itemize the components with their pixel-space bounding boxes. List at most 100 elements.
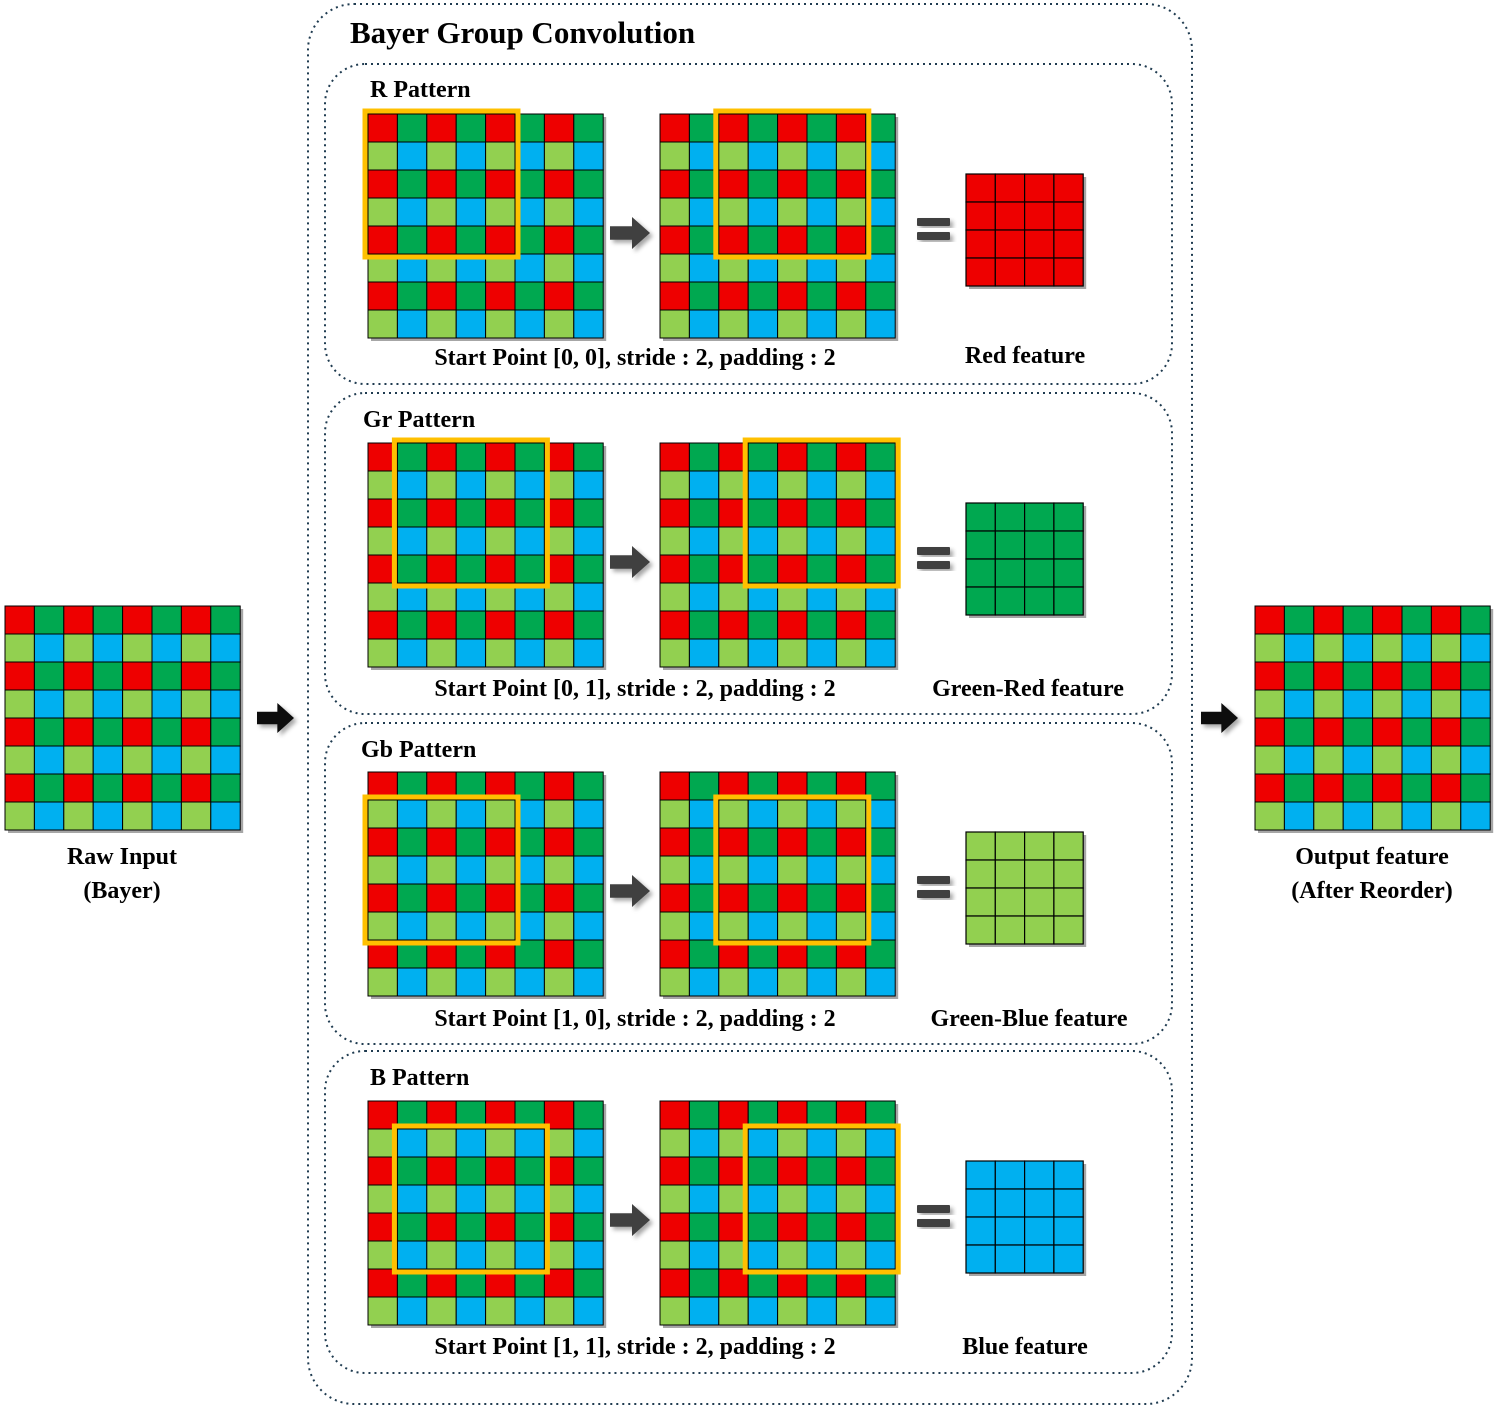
raw-cell [122, 661, 153, 691]
output-cell [1313, 661, 1344, 691]
output-sublabel: (After Reorder) [1291, 878, 1452, 904]
raw-cell [4, 717, 35, 747]
raw-cell [151, 689, 182, 719]
pattern-gb-feature-cell [965, 831, 996, 861]
pattern-b-strided-window [742, 1123, 901, 1275]
pattern-gr-input-cell [485, 442, 516, 472]
pattern-gb-input-cell [396, 855, 428, 885]
pattern-gb-input-cell [573, 799, 604, 829]
raw-cell [151, 745, 182, 775]
pattern-gb-feature-cell [1023, 915, 1055, 945]
pattern-b-strided-cell [865, 1212, 896, 1242]
pattern-gr-caption: Start Point [0, 1], stride : 2, padding … [434, 676, 835, 702]
pattern-gb-input-cell [367, 799, 398, 829]
pattern-gb-input-cell [573, 967, 604, 997]
pattern-b-strided-cell [688, 1296, 720, 1326]
output-cell [1430, 689, 1462, 719]
output-cell [1254, 773, 1285, 803]
pattern-gr-input-cell [396, 638, 428, 668]
pattern-r-input-cell [543, 253, 575, 283]
pattern-gr-input-cell [573, 610, 604, 640]
pattern-gr-strided-cell [747, 470, 779, 500]
pattern-gr-feature-cell [1023, 558, 1055, 588]
raw-cell [92, 689, 124, 719]
raw-cell [33, 605, 65, 635]
pattern-gr-strided-cell [747, 638, 779, 668]
pattern-r-input-cell [396, 169, 428, 199]
pattern-r-input-cell [396, 113, 428, 143]
pattern-r-input-cell [426, 197, 457, 227]
pattern-b-feature-cell [1053, 1216, 1084, 1246]
output-cell [1283, 661, 1315, 691]
pattern-gb-feature-cell [1053, 915, 1084, 945]
pattern-gr-strided-cell [777, 470, 808, 500]
pattern-b-strided-cell [747, 1128, 779, 1158]
main-box-title: Bayer Group Convolution [350, 15, 695, 50]
pattern-r-input-cell [367, 141, 398, 171]
pattern-r-input-cell [543, 309, 575, 339]
pattern-r-strided-cell [806, 197, 837, 227]
pattern-r-strided-cell [659, 281, 690, 311]
pattern-gb-input-cell [543, 827, 575, 857]
output-cell [1372, 745, 1403, 775]
pattern-b-strided-cell [659, 1156, 690, 1186]
pattern-gb-strided-cell [718, 855, 749, 885]
pattern-r-feature-cell [994, 229, 1026, 259]
pattern-b-input-cell [396, 1212, 428, 1242]
pattern-gb-strided-grid [659, 771, 899, 999]
pattern-b-strided-cell [806, 1212, 837, 1242]
output-cell [1401, 689, 1432, 719]
pattern-gb-input-cell [367, 911, 398, 941]
output-cell [1372, 661, 1403, 691]
pattern-gb-title: Gb Pattern [361, 737, 476, 763]
pattern-gr-strided-cell [835, 638, 867, 668]
raw-cell [180, 717, 212, 747]
pattern-gr-strided-cell [688, 554, 720, 584]
output-cell [1342, 605, 1374, 635]
pattern-b-strided-cell [777, 1128, 808, 1158]
pattern-gb-strided-cell [747, 883, 779, 913]
pattern-gr-strided-cell [747, 498, 779, 528]
pattern-r-input-cell [573, 141, 604, 171]
pattern-gr-input-cell [455, 610, 487, 640]
pattern-gb-input-cell [396, 827, 428, 857]
pattern-gb-input-cell [426, 799, 457, 829]
pattern-b-input-cell [514, 1212, 545, 1242]
pattern-gb-strided-cell [777, 827, 808, 857]
pattern-gr-strided-cell [688, 610, 720, 640]
pattern-r-input-cell [426, 169, 457, 199]
raw-cell [180, 605, 212, 635]
raw-cell [4, 745, 35, 775]
pattern-gb-strided-cell [777, 911, 808, 941]
pattern-gb-input-cell [426, 855, 457, 885]
pattern-gr-feature-cell [994, 558, 1026, 588]
pattern-gb-input-cell [485, 799, 516, 829]
pattern-gb-input-cell [573, 827, 604, 857]
pattern-gb-strided-cell [718, 883, 749, 913]
output-cell [1430, 633, 1462, 663]
pattern-gb-strided-cell [865, 967, 896, 997]
pattern-gb-input-grid [362, 771, 607, 999]
pattern-gb-strided-cell [747, 967, 779, 997]
pattern-gr-strided-cell [688, 526, 720, 556]
pattern-b-input-cell [485, 1240, 516, 1270]
pattern-gb-strided-cell [718, 827, 749, 857]
pattern-r-input-cell [367, 197, 398, 227]
pattern-gr-input-cell [485, 554, 516, 584]
pattern-r-input-cell [426, 141, 457, 171]
raw-cell [210, 717, 241, 747]
pattern-gr-input-cell [455, 526, 487, 556]
pattern-r-arrow-icon [610, 217, 650, 249]
pattern-r-feature-cell [994, 201, 1026, 231]
raw-cell [63, 633, 94, 663]
pattern-gr-strided-cell [865, 610, 896, 640]
output-cell [1430, 661, 1462, 691]
pattern-b-input-cell [396, 1128, 428, 1158]
pattern-gr-feature-cell [994, 530, 1026, 560]
pattern-r-strided-cell [659, 197, 690, 227]
pattern-r-strided-cell [835, 113, 867, 143]
pattern-b-input-cell [396, 1156, 428, 1186]
output-cell [1313, 633, 1344, 663]
output-cell [1401, 633, 1432, 663]
output-cell [1254, 801, 1285, 831]
